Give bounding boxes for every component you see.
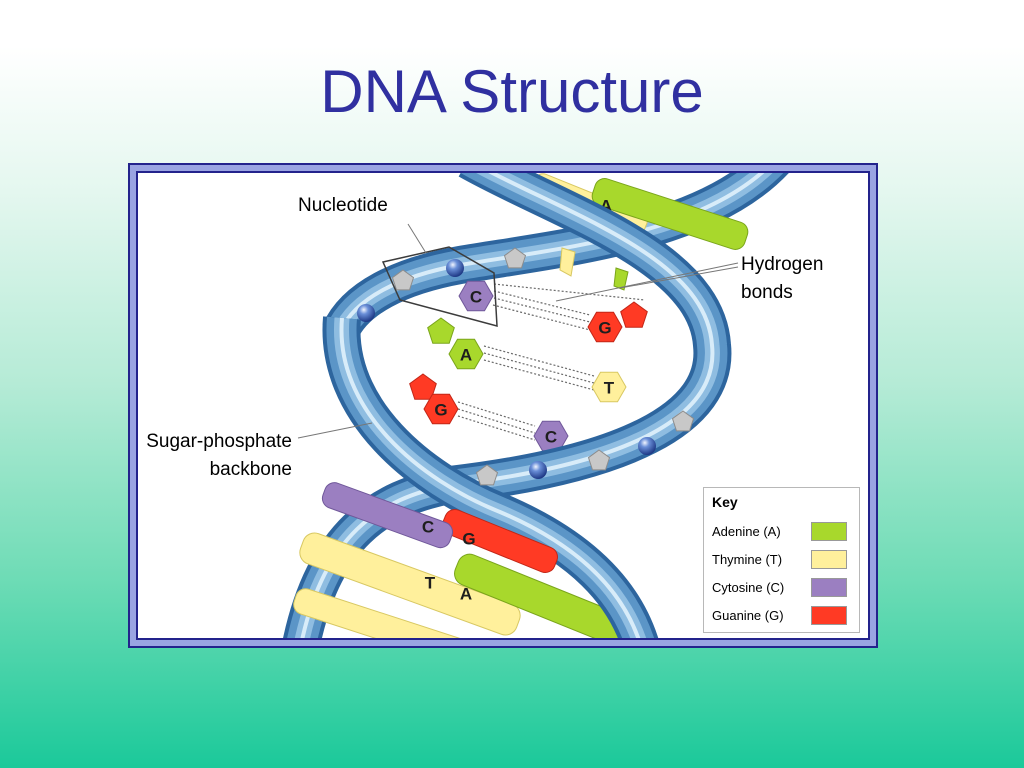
nucleotide-outline	[381, 246, 498, 327]
key-item-cytosine: Cytosine (C)	[712, 578, 852, 598]
base-letter-a-bottom: A	[460, 585, 472, 604]
base-bar-thymine-lower	[293, 588, 497, 638]
base-letter-c: C	[545, 428, 557, 447]
base-pair-a-t: A T	[427, 317, 627, 403]
guanine-color-swatch	[811, 606, 847, 625]
backbone-label-line1: Sugar-phosphate	[146, 431, 292, 452]
slide-title: DNA Structure	[320, 58, 704, 125]
key-item-label: Guanine (G)	[712, 608, 784, 623]
base-bar-guanine-bottom	[442, 508, 558, 574]
phosphate-icon	[446, 259, 464, 277]
base-fragment-adenine	[613, 267, 629, 291]
diagram-frame: A C G	[128, 163, 878, 648]
hydrogen-bonds-label-line1: Hydrogen	[741, 254, 824, 275]
base-bar-adenine-top	[591, 178, 749, 250]
adenine-color-swatch	[811, 522, 847, 541]
thymine-color-swatch	[811, 550, 847, 569]
base-letter-t-bottom: T	[425, 574, 436, 593]
phosphate-icon	[529, 461, 547, 479]
dna-helix-diagram: A C G	[138, 173, 868, 638]
hydrogen-bonds-label-line2: bonds	[741, 282, 793, 303]
base-pair-c-g-1: C G	[458, 280, 648, 343]
phosphate-icon	[638, 437, 656, 455]
base-letter-a: A	[460, 346, 472, 365]
base-letter-g: G	[598, 319, 611, 338]
base-fragment-thymine	[559, 247, 576, 277]
nucleotide-label: Nucleotide	[298, 195, 388, 216]
base-letter-g: G	[434, 401, 447, 420]
key-item-label: Cytosine (C)	[712, 580, 785, 595]
guanine-ring	[620, 301, 648, 328]
base-letter-c-bottom: C	[422, 518, 434, 537]
adenine-ring	[427, 317, 455, 344]
base-pair-g-c-2: G C	[409, 373, 569, 452]
phosphate-icon	[357, 304, 375, 322]
key-item-label: Adenine (A)	[712, 524, 781, 539]
key-item-label: Thymine (T)	[712, 552, 783, 567]
base-letter-t: T	[604, 379, 615, 398]
key-item-thymine: Thymine (T)	[712, 550, 852, 570]
base-bar-cytosine-bottom	[321, 482, 454, 549]
base-letter-c: C	[470, 288, 482, 307]
hydrogen-bond-lines	[457, 283, 646, 441]
key-item-guanine: Guanine (G)	[712, 606, 852, 626]
base-letter-g-bottom: G	[462, 530, 475, 549]
cytosine-color-swatch	[811, 578, 847, 597]
base-bar-thymine-bottom	[299, 532, 521, 636]
diagram-canvas: A C G	[136, 171, 870, 640]
key-item-adenine: Adenine (A)	[712, 522, 852, 542]
backbone-label-line2: backbone	[209, 459, 292, 480]
color-key: Key Adenine (A) Thymine (T) Cytosine (C)…	[703, 487, 860, 633]
key-title: Key	[712, 494, 738, 510]
